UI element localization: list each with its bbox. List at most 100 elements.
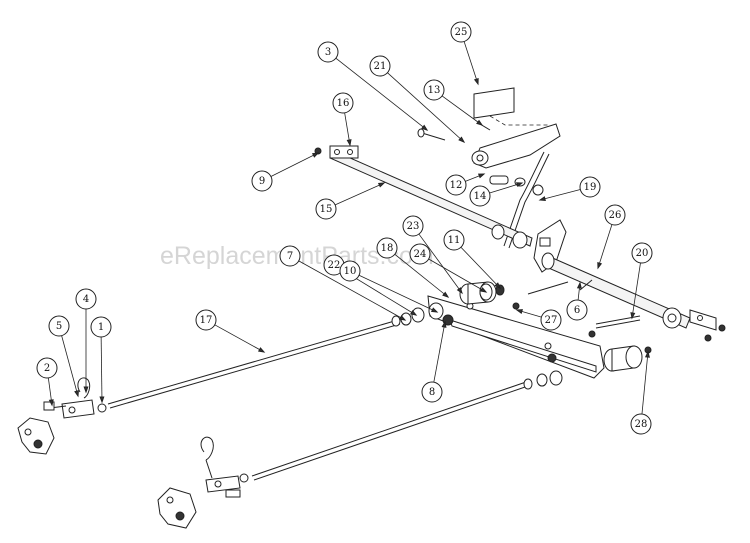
leader-line-7: [298, 260, 406, 321]
clevis-left-lower: [157, 436, 249, 529]
callout-23: 23: [402, 215, 463, 295]
callout-1: 1: [90, 316, 112, 404]
leader-arrow-26: [597, 261, 603, 270]
callout-27: 27: [515, 309, 562, 331]
callout-circle-17: [195, 309, 217, 331]
callout-20: 20: [630, 242, 653, 320]
callout-circle-23: [402, 215, 424, 237]
callout-circle-27: [540, 309, 562, 331]
leader-arrow-2: [48, 399, 54, 407]
callout-label: 11: [448, 235, 461, 246]
callout-label: 27: [545, 315, 558, 326]
callout-19: 19: [538, 176, 601, 202]
bracket-16: [329, 145, 359, 159]
leader-line-19: [539, 189, 581, 201]
callout-16: 16: [332, 92, 354, 147]
leader-line-11: [460, 246, 501, 289]
spring-20: [595, 315, 641, 329]
callout-circle-6: [566, 299, 588, 321]
callout-10: 10: [339, 260, 439, 313]
leader-line-13: [441, 95, 483, 126]
callout-6: 6: [566, 281, 588, 321]
callout-4: 4: [75, 288, 97, 394]
bushing-14: [514, 177, 544, 196]
callout-label: 17: [200, 315, 213, 326]
leader-line-25: [463, 41, 479, 85]
leader-line-10: [358, 274, 438, 313]
leader-arrow-4: [83, 386, 89, 394]
callout-label: 22: [328, 260, 341, 271]
leader-arrow-16: [346, 139, 352, 147]
leader-arrow-10: [430, 307, 439, 313]
leader-arrow-19: [538, 196, 546, 202]
callout-circle-20: [631, 242, 653, 264]
rod-lower: [251, 370, 563, 481]
leader-arrow-15: [377, 182, 386, 188]
leader-arrow-12: [477, 173, 486, 179]
callout-circle-24: [409, 243, 431, 265]
callout-5: 5: [48, 315, 79, 398]
callout-circle-13: [423, 79, 445, 101]
leader-arrow-20: [630, 312, 636, 320]
callout-circle-5: [48, 315, 70, 337]
callout-21: 21: [369, 55, 466, 143]
callout-circle-28: [630, 413, 652, 435]
callout-label: 10: [344, 266, 357, 277]
spring-6: [527, 279, 593, 295]
clevis-left-upper: [17, 377, 107, 455]
leader-line-26: [597, 224, 613, 269]
leader-arrow-21: [458, 136, 466, 143]
bushing-12: [489, 175, 509, 185]
callout-label: 9: [259, 176, 265, 187]
callout-17: 17: [195, 309, 266, 353]
callout-label: 23: [407, 221, 420, 232]
nut-8: [442, 314, 557, 363]
pedal-pad: [473, 87, 557, 132]
end-bracket-right: [689, 309, 726, 342]
leader-arrow-22: [409, 309, 418, 316]
pedal-arm: [471, 123, 561, 249]
leader-line-28: [641, 351, 649, 415]
rod-17-nuts: [391, 302, 444, 327]
leader-arrow-13: [476, 119, 484, 126]
callout-label: 25: [455, 27, 468, 38]
leader-line-23: [418, 233, 463, 294]
callout-label: 19: [584, 182, 597, 193]
callout-label: 18: [381, 243, 394, 254]
callout-label: 16: [337, 98, 350, 109]
callout-circle-14: [469, 185, 491, 207]
callout-label: 15: [320, 204, 333, 215]
leader-arrow-8: [441, 320, 447, 328]
callout-14: 14: [469, 182, 524, 207]
callout-label: 2: [44, 363, 50, 374]
leader-line-18: [394, 253, 449, 298]
callout-24: 24: [409, 243, 488, 293]
callout-28: 28: [630, 350, 652, 435]
callout-13: 13: [423, 79, 484, 126]
callout-circle-12: [445, 174, 467, 196]
roller-lower: [603, 345, 652, 372]
callout-circle-21: [369, 55, 391, 77]
callout-circle-15: [315, 198, 337, 220]
callout-7: 7: [279, 245, 407, 321]
callout-circle-11: [443, 229, 465, 251]
leader-arrow-9: [311, 152, 320, 158]
callout-label: 7: [287, 251, 293, 262]
cross-shaft: [329, 149, 533, 249]
leader-line-9: [270, 152, 319, 177]
leader-arrow-14: [516, 182, 524, 188]
callout-label: 14: [474, 191, 487, 202]
callout-11: 11: [443, 229, 502, 290]
leader-arrow-24: [479, 287, 488, 293]
callout-circle-26: [604, 204, 626, 226]
callout-label: 24: [414, 249, 427, 260]
leader-line-3: [335, 57, 428, 131]
callout-circle-4: [75, 288, 97, 310]
callout-label: 3: [325, 47, 331, 58]
callout-label: 20: [636, 248, 649, 259]
callout-circle-16: [332, 92, 354, 114]
leader-arrow-23: [456, 287, 463, 295]
leader-arrow-1: [99, 396, 105, 404]
leader-line-21: [387, 72, 465, 143]
leader-arrow-11: [494, 282, 502, 290]
